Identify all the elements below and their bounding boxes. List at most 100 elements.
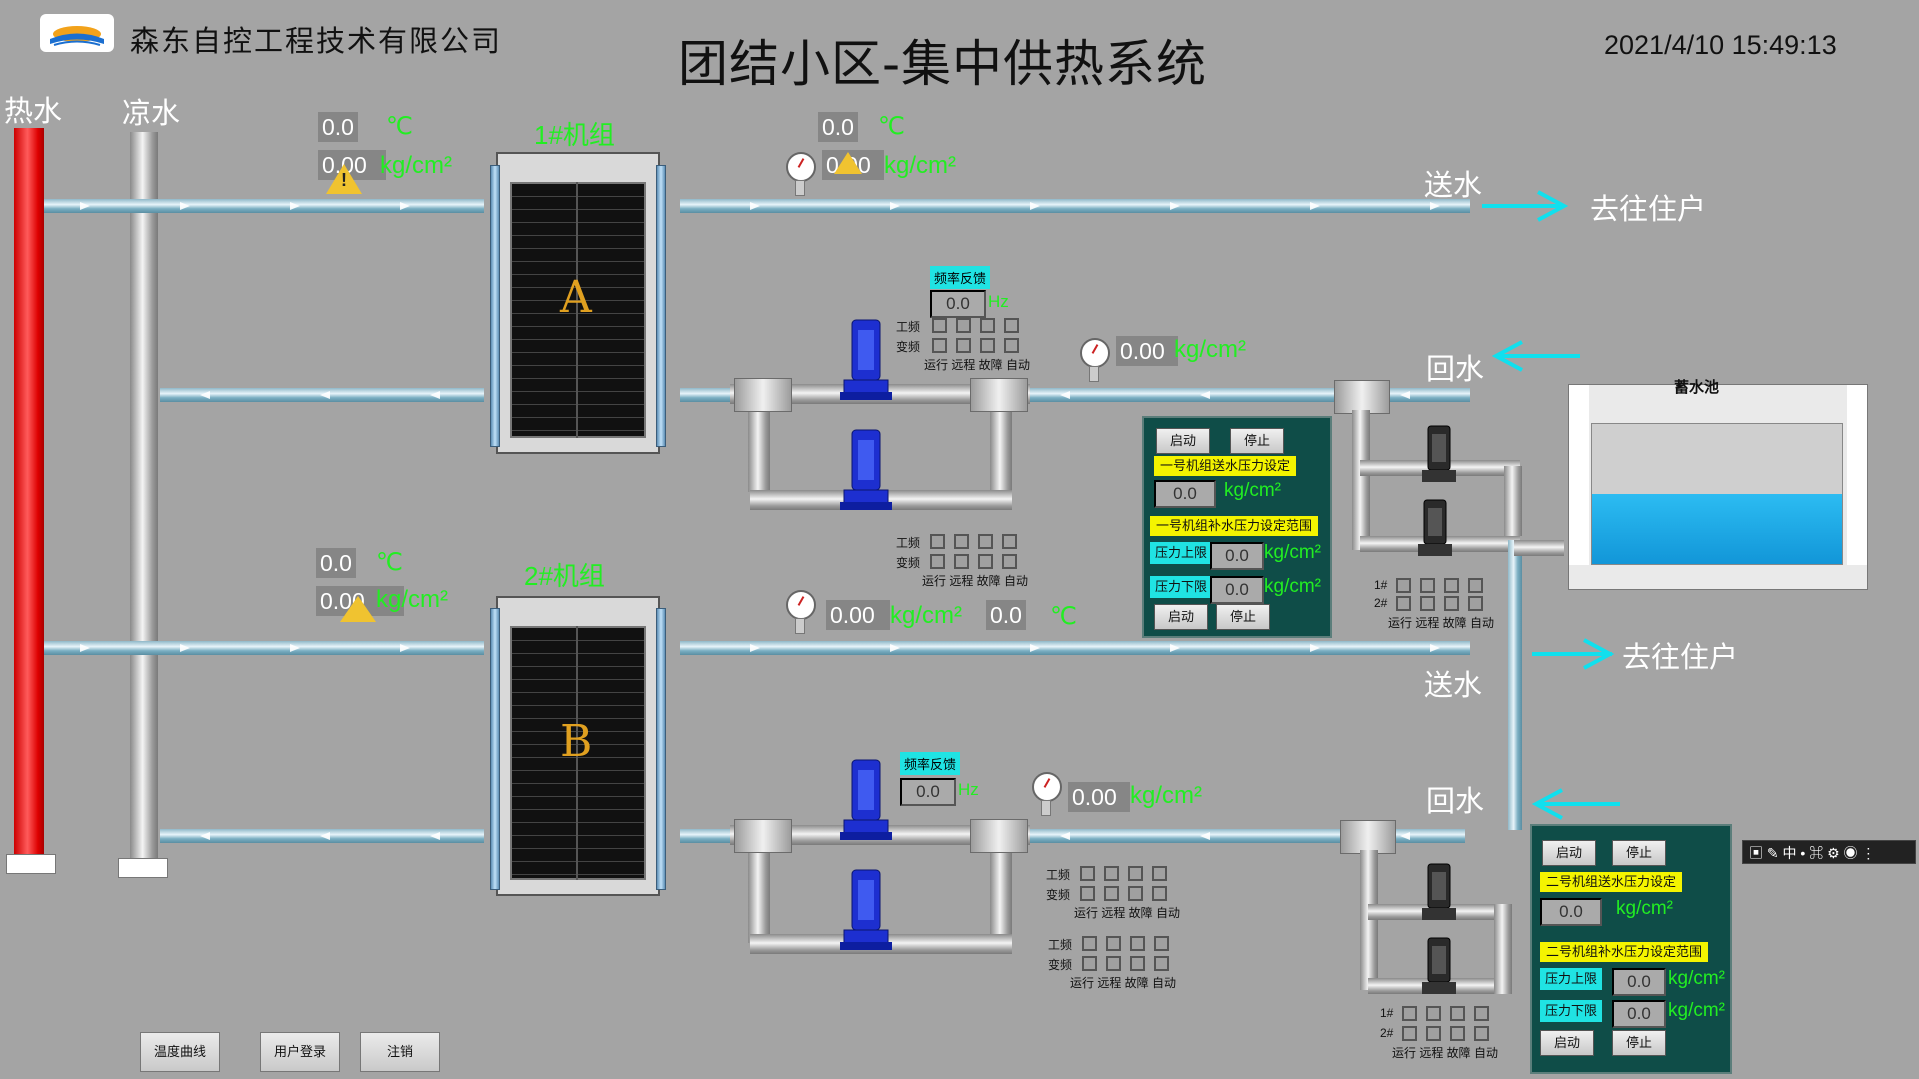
heat-exchanger-a: A bbox=[496, 152, 660, 454]
hx-b-right-plate bbox=[656, 608, 666, 890]
status-indicator bbox=[956, 318, 971, 333]
stop-button[interactable]: 停止 bbox=[1230, 428, 1284, 454]
unit2-inlet-temp: 0.0 bbox=[316, 548, 356, 578]
unit1-inlet-pressure-unit: kg/cm² bbox=[380, 152, 452, 179]
company-logo bbox=[40, 14, 114, 52]
status-indicator bbox=[1402, 1026, 1417, 1041]
unit2-outlet-temp: 0.0 bbox=[986, 600, 1026, 630]
start-button[interactable]: 启动 bbox=[1542, 840, 1596, 866]
arrow-right-icon bbox=[1537, 190, 1569, 222]
cold-water-pipe bbox=[130, 132, 158, 862]
supply-pressure-input[interactable]: 0.0 bbox=[1540, 898, 1602, 926]
status-indicator bbox=[1002, 534, 1017, 549]
water-tank bbox=[1568, 384, 1868, 590]
status-row-power: 工频 bbox=[1046, 868, 1071, 882]
status-indicator bbox=[1106, 956, 1121, 971]
status-cols: 运行 远程 故障 自动 bbox=[1074, 906, 1181, 920]
status-row-vfd: 变频 bbox=[896, 340, 921, 354]
unit2-freq-unit: Hz bbox=[958, 780, 979, 799]
lower-limit-label: 压力下限 bbox=[1540, 1000, 1603, 1022]
pump-icon bbox=[1418, 499, 1452, 556]
gauge-stem bbox=[795, 618, 805, 634]
tank-outlet-pipe bbox=[1514, 540, 1564, 556]
upper-limit-label: 压力上限 bbox=[1540, 968, 1603, 990]
upper-limit-input[interactable]: 0.0 bbox=[1210, 542, 1264, 570]
lower-limit-input[interactable]: 0.0 bbox=[1210, 576, 1264, 604]
status-indicator bbox=[978, 554, 993, 569]
unit1-inlet-temp-unit: ℃ bbox=[386, 113, 413, 140]
supply-setting-label: 一号机组送水压力设定 bbox=[1154, 456, 1297, 476]
pump-loop-2-left bbox=[748, 833, 770, 943]
upper-limit-unit: kg/cm² bbox=[1668, 968, 1725, 989]
status-indicator bbox=[1402, 1006, 1417, 1021]
status-indicator bbox=[980, 318, 995, 333]
start-button[interactable]: 启动 bbox=[1156, 428, 1210, 454]
ime-icon[interactable]: ▣ ✎ 中 • ⌘ ⚙ ◉ ⋮ bbox=[1749, 845, 1876, 861]
makeup-range-label: 一号机组补水压力设定范围 bbox=[1150, 516, 1319, 536]
unit1-return-pressure: 0.00 bbox=[1116, 336, 1178, 366]
unit2-return-pressure: 0.00 bbox=[1068, 782, 1130, 812]
pressure-gauge-icon bbox=[1032, 772, 1062, 802]
upper-limit-input[interactable]: 0.0 bbox=[1612, 968, 1666, 996]
status-row-power: 工频 bbox=[896, 536, 921, 550]
warning-icon bbox=[340, 596, 376, 622]
hx-b-letter: B bbox=[560, 716, 593, 767]
pump-icon bbox=[1422, 425, 1456, 482]
heat-exchanger-b: B bbox=[496, 596, 660, 896]
pressure-gauge-icon bbox=[1080, 338, 1110, 368]
company-name: 森东自控工程技术有限公司 bbox=[130, 26, 503, 58]
pump-icon bbox=[840, 759, 892, 840]
pump-icon bbox=[840, 319, 892, 400]
lower-limit-input[interactable]: 0.0 bbox=[1612, 1000, 1666, 1028]
arrow-right-icon bbox=[1532, 652, 1612, 656]
user-login-button[interactable]: 用户登录 bbox=[260, 1032, 340, 1072]
ime-toolbar[interactable]: ▣ ✎ 中 • ⌘ ⚙ ◉ ⋮ bbox=[1742, 840, 1916, 864]
start-button[interactable]: 启动 bbox=[1540, 1030, 1594, 1056]
status-indicator bbox=[1002, 554, 1017, 569]
unit2-freq-label: 频率反馈 bbox=[900, 752, 961, 775]
warning-icon: ! bbox=[326, 164, 362, 194]
unit2-freq-value: 0.0 bbox=[900, 778, 956, 806]
status-row-vfd: 变频 bbox=[896, 556, 921, 570]
supply-label-1: 送水 bbox=[1424, 168, 1483, 202]
status-indicator bbox=[930, 554, 945, 569]
unit1-outlet-temp: 0.0 bbox=[818, 112, 858, 142]
status-indicator bbox=[1106, 936, 1121, 951]
status-indicator bbox=[1104, 866, 1119, 881]
to-residents-label-1: 去往住户 bbox=[1590, 192, 1707, 226]
tank-label: 蓄水池 bbox=[1674, 379, 1720, 396]
status-row-2: 2# bbox=[1380, 1026, 1394, 1040]
stop-button[interactable]: 停止 bbox=[1216, 604, 1270, 630]
cold-pipe-base bbox=[118, 858, 168, 878]
gauge-stem bbox=[1089, 366, 1099, 382]
tee-fitting bbox=[734, 378, 792, 412]
status-cols: 运行 远程 故障 自动 bbox=[924, 358, 1031, 372]
status-indicator bbox=[1154, 936, 1169, 951]
pump-icon bbox=[1422, 937, 1456, 994]
makeup-pipe-1-right bbox=[1504, 466, 1522, 536]
supply-pressure-input[interactable]: 0.0 bbox=[1154, 480, 1216, 508]
stop-button[interactable]: 停止 bbox=[1612, 1030, 1666, 1056]
hot-pipe-base bbox=[6, 854, 56, 874]
status-indicator bbox=[1396, 596, 1411, 611]
unit2-outlet-pressure: 0.00 bbox=[826, 600, 890, 630]
tee-fitting bbox=[970, 378, 1028, 412]
unit1-name: 1#机组 bbox=[534, 120, 615, 150]
start-button[interactable]: 启动 bbox=[1154, 604, 1208, 630]
makeup-range-label: 二号机组补水压力设定范围 bbox=[1540, 942, 1709, 962]
hx-a-left-plate bbox=[490, 165, 500, 447]
status-cols: 运行 远程 故障 自动 bbox=[1070, 976, 1177, 990]
temp-curve-button[interactable]: 温度曲线 bbox=[140, 1032, 220, 1072]
logout-button[interactable]: 注销 bbox=[360, 1032, 440, 1072]
status-indicator bbox=[954, 534, 969, 549]
arrow-left-icon bbox=[1540, 802, 1620, 806]
status-indicator bbox=[954, 554, 969, 569]
hot-supply-pipe-1 bbox=[44, 199, 484, 213]
pressure-gauge-icon bbox=[786, 152, 816, 182]
status-indicator bbox=[1474, 1006, 1489, 1021]
unit1-outlet-pressure-unit: kg/cm² bbox=[884, 152, 956, 179]
stop-button[interactable]: 停止 bbox=[1612, 840, 1666, 866]
tee-fitting bbox=[1340, 820, 1396, 854]
to-residents-label-2: 去往住户 bbox=[1622, 640, 1739, 674]
tank-water-level bbox=[1592, 494, 1842, 564]
